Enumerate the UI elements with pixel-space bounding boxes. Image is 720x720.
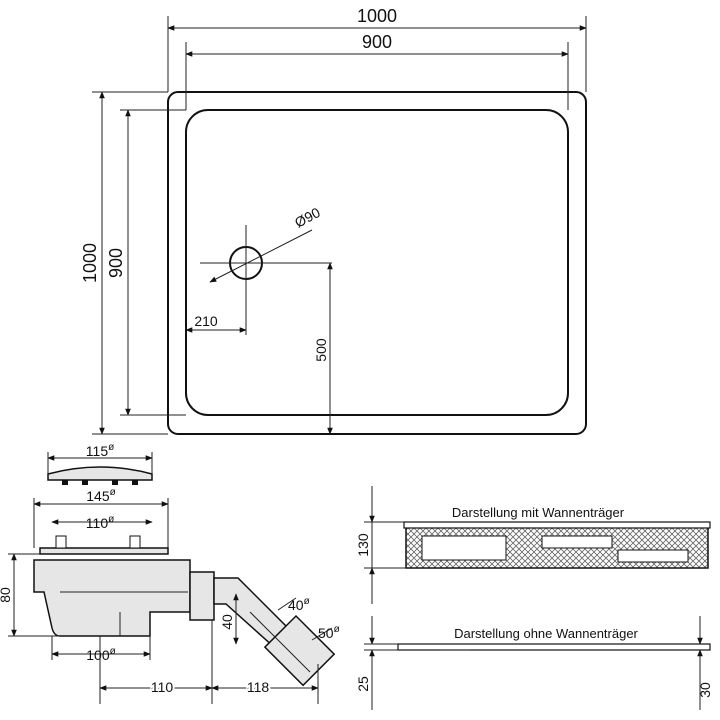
flange-diameter-label: 145ø (86, 487, 115, 504)
bottom-diameter-label: 100ø (86, 646, 115, 663)
outer-height-label: 1000 (80, 243, 100, 283)
without-support-left-label: 25 (355, 676, 371, 692)
tray-section-flat (397, 643, 711, 651)
elbow-height-label: 40 (219, 614, 235, 630)
cover-diameter-label: 115ø (86, 442, 114, 459)
drain-offset-y-label: 500 (313, 338, 329, 362)
drain-assembly-side-view: 115ø 145ø 110ø 80 100ø 40 40ø (0, 442, 340, 704)
section-with-support-label: Darstellung mit Wannenträger (452, 505, 625, 520)
pipe-diameter-label: 40ø (288, 596, 310, 613)
drain-flange (39, 547, 169, 555)
outer-width-label: 1000 (357, 6, 397, 26)
drain-cover (47, 466, 153, 481)
inner-width-label: 900 (362, 32, 392, 52)
shower-tray-top-view: 1000 900 1000 900 Ø90 210 500 (80, 6, 587, 435)
tray-section-top (403, 521, 711, 529)
outlet-diameter-label: 50ø (318, 624, 340, 641)
section-without-support: Darstellung ohne Wannenträger 25 30 (355, 616, 713, 710)
length-a-label: 110 (151, 679, 174, 695)
drain-nut (189, 571, 215, 621)
drain-diameter-label: Ø90 (292, 204, 323, 231)
inner-diameter-label: 110ø (86, 514, 114, 531)
with-support-height-label: 130 (355, 533, 371, 557)
drain-height-label: 80 (0, 587, 13, 603)
without-support-right-label: 30 (697, 682, 713, 698)
drain-body (33, 559, 191, 637)
section-with-support: Darstellung mit Wannenträger 130 (355, 486, 711, 604)
length-b-label: 118 (247, 679, 270, 695)
tray-inner-outline (185, 109, 569, 416)
tray-outer-outline (167, 91, 587, 435)
section-without-support-label: Darstellung ohne Wannenträger (454, 626, 638, 641)
drain-diameter-leader (209, 229, 313, 283)
drain-outlet (263, 614, 336, 687)
inner-height-label: 900 (106, 248, 126, 278)
drain-offset-x-label: 210 (194, 313, 218, 329)
